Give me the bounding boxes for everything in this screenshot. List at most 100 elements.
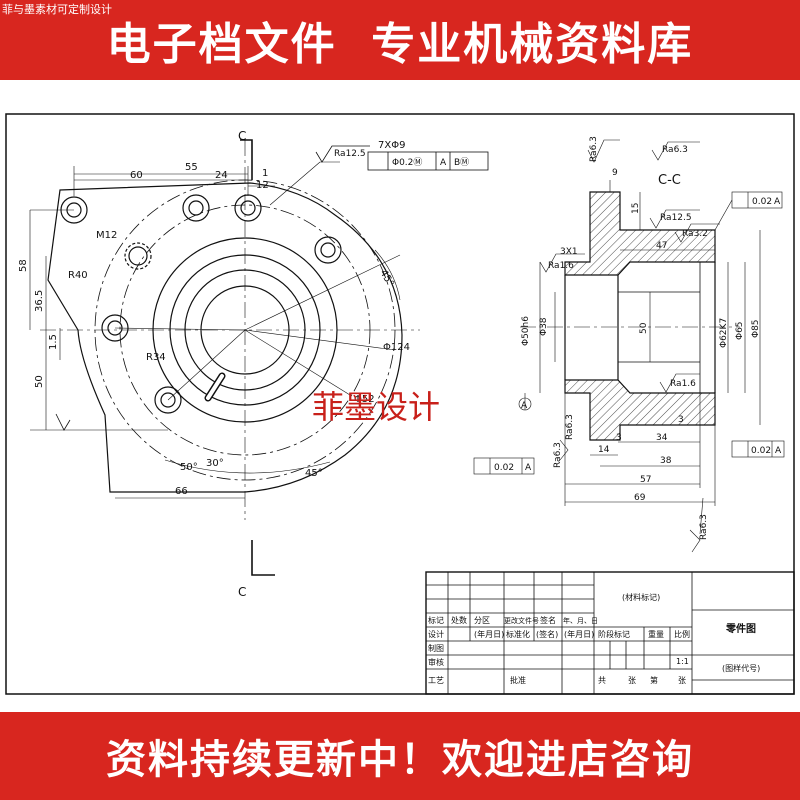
runout-frame-2 (473, 457, 535, 475)
dim-38: 38 (660, 456, 672, 466)
dia-38: Φ38 (539, 317, 549, 336)
dim-12: 12 (256, 180, 269, 191)
ra-6-3-c: Ra6.3 (553, 442, 563, 468)
bolt-hole-2-inner (188, 200, 204, 216)
corner-label: 菲与墨素材可定制设计 (2, 3, 112, 16)
hatched-section-upper (564, 191, 716, 276)
position-tolerance-value: Φ0.2Ⓜ (392, 157, 422, 168)
ra-6-3-a: Ra6.3 (589, 136, 599, 162)
dim-69: 69 (634, 493, 646, 503)
top-banner-title: 电子档文件 专业机械资料库 (106, 19, 694, 70)
dim-3a: 3 (678, 415, 684, 425)
tb-hdr-3: 更改文件号 (504, 616, 539, 625)
roughness-left: Ra6.3 (565, 414, 575, 440)
sheet-border (5, 113, 795, 695)
tb-scale: 1:1 (676, 657, 689, 666)
angle-line-bottom (167, 329, 246, 401)
tb-hdr-1: 处数 (451, 615, 467, 625)
tb-ratio: 比例 (674, 629, 690, 639)
bottom-banner-text: 资料持续更新中！欢迎进店咨询 (106, 737, 694, 783)
holes-callout: 7XΦ9 (378, 140, 405, 151)
tb-sign: (签名) (536, 629, 558, 639)
dim-36-5: 36.5 (34, 290, 45, 312)
angle-45-bottom: 45° (305, 468, 323, 479)
runout-leader-1 (714, 199, 733, 231)
ra-6-3-d: Ra6.3 (699, 514, 709, 540)
roughness-symbol-4 (674, 223, 720, 243)
title-block-labels: (材料标记) 零件图 (图样代号) 1:1 标记 处数 分区 更改文件号 签名 … (428, 592, 760, 685)
roughness-symbol-top (315, 145, 370, 163)
angle-line-45 (244, 254, 401, 331)
dim-57: 57 (640, 475, 651, 485)
tb-hdr-4: 签名 (540, 615, 556, 625)
bolt-hole-4-inner (320, 242, 336, 258)
section-mark-bottom: C (238, 585, 246, 599)
tb-drawing-no: (图样代号) (722, 663, 760, 673)
dim-1: 1 (262, 168, 268, 179)
dim-58: 58 (18, 259, 29, 272)
section-cut-top (240, 139, 253, 180)
section-cut-bottom (251, 540, 275, 576)
top-banner: 菲与墨素材可定制设计 电子档文件 专业机械资料库 (0, 0, 800, 80)
angle-30: 30° (206, 458, 224, 469)
datum-a-ref: A (440, 158, 447, 168)
dia-62k7: Φ62K7 (719, 318, 729, 348)
tb-stage-mark: 阶段标记 (598, 629, 630, 639)
front-view-labels: C C 7XΦ9 Φ0.2Ⓜ A BⓂ Ra12.5 55 60 24 1 12… (18, 129, 575, 599)
tb-sheets: 张 (628, 676, 636, 685)
angle-arc-bottom (164, 459, 331, 474)
runout-2-value: 0.02 (494, 463, 514, 473)
section-view-labels: C-C Ra6.3 Ra6.3 Ra12.5 Ra3.2 Ra1.6 Ra1.6… (494, 136, 782, 540)
title-block (425, 571, 795, 695)
dim-66: 66 (175, 486, 188, 497)
drawing-sheet: C C 7XΦ9 Φ0.2Ⓜ A BⓂ Ra12.5 55 60 24 1 12… (0, 80, 800, 712)
roughness-top: Ra12.5 (334, 149, 366, 159)
ra-1-6-b: Ra1.6 (670, 379, 696, 389)
runout-3-value: 0.02 (751, 446, 771, 456)
dim-47: 47 (656, 241, 667, 251)
radius-line-r34 (114, 327, 246, 331)
tb-sheet: 张 (678, 676, 686, 685)
datum-a-circle (518, 397, 532, 411)
leader-dia124 (244, 329, 396, 351)
runout-1-value: 0.02 (752, 197, 772, 207)
engineering-drawing: C C 7XΦ9 Φ0.2Ⓜ A BⓂ Ra12.5 55 60 24 1 12… (5, 113, 795, 695)
roughness-symbol-2 (651, 141, 700, 161)
thread-label: M12 (96, 230, 117, 241)
bore-lines (618, 291, 700, 363)
dim-50: 50 (34, 375, 45, 388)
callout-leader (269, 161, 321, 206)
watermark: 菲墨设计 (312, 388, 440, 426)
dia-124: Φ124 (383, 342, 410, 353)
tb-approve: 批准 (510, 675, 526, 685)
tb-hdr-2: 分区 (474, 616, 490, 625)
chamfer: 3X1 (560, 247, 578, 257)
roughness-symbol-1 (587, 139, 620, 163)
radius-r40: R40 (68, 270, 88, 281)
position-tolerance-frame (367, 151, 489, 171)
roughness-symbol-7 (559, 439, 569, 461)
bolt-hole-2 (182, 194, 210, 222)
tb-number: 第 (650, 675, 658, 685)
bolt-hole-4 (314, 236, 342, 264)
runout-2-datum: A (525, 463, 532, 473)
hatched-section-lower (564, 379, 716, 441)
tb-design: 设计 (428, 629, 444, 639)
tb-material-mark: (材料标记) (622, 592, 660, 602)
radius-r34: R34 (146, 352, 166, 363)
section-title: C-C (658, 173, 681, 188)
tb-date2: (年月日) (564, 629, 594, 639)
roughness-symbol-left (55, 413, 71, 431)
tb-check: 审核 (428, 657, 444, 667)
dia-85: Φ85 (751, 319, 761, 338)
dia-52: Φ52 (354, 394, 375, 405)
ra-6-3-b: Ra6.3 (662, 145, 688, 155)
dim-9: 9 (612, 168, 618, 178)
roughness-symbol-5 (539, 253, 585, 273)
bolt-hole-6 (154, 386, 182, 414)
datum-a-label: A (521, 401, 528, 411)
runout-3-datum: A (775, 446, 782, 456)
dim-14: 14 (598, 445, 610, 455)
tb-date1: (年月日) (474, 629, 504, 639)
dim-3b: 3 (616, 433, 622, 443)
